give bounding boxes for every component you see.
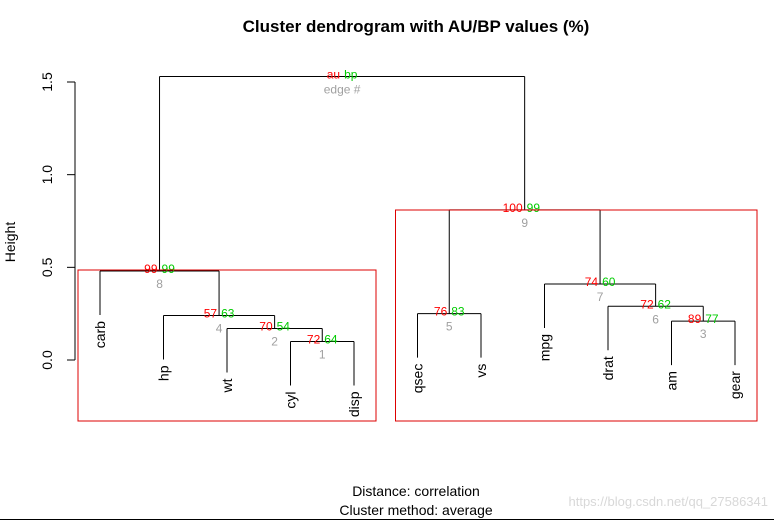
x-axis-label-distance: Distance: correlation [352,483,480,499]
leaf-label-am: am [664,371,680,390]
x-axis-label-method: Cluster method: average [339,502,493,518]
leaf-label-hp: hp [156,365,172,381]
leaf-label-mpg: mpg [537,334,553,361]
au-value: 57 [204,307,218,321]
leaf-label-vs: vs [473,364,489,378]
leaf-label-carb: carb [92,321,108,348]
bp-value: 63 [221,307,235,321]
cluster-box [77,269,377,422]
bp-value: 60 [602,275,616,289]
edge-number: 8 [156,277,163,291]
edge-number: 5 [446,320,453,334]
y-tick-label: 0.0 [39,350,55,370]
bp-value: 83 [451,305,465,319]
au-value: au [327,67,340,81]
au-value: 72 [307,332,321,346]
leaf-label-disp: disp [346,391,362,417]
edge-number: 6 [652,312,659,326]
leaf-label-qsec: qsec [410,364,426,394]
cluster-box [395,209,758,422]
leaf-label-gear: gear [727,371,743,399]
edge-number: 9 [521,216,528,230]
au-value: 70 [259,319,273,333]
bp-value: bp [344,67,358,81]
y-tick-label: 1.5 [39,72,55,92]
bp-value: 64 [324,332,338,346]
au-value: 100 [503,201,523,215]
bp-value: 54 [277,319,291,333]
cluster-boxes [77,209,758,422]
edge-number: 4 [216,322,223,336]
leaf-label-drat: drat [600,356,616,380]
au-value: 72 [640,297,654,311]
edge-number: 7 [597,290,604,304]
au-value: 74 [585,275,599,289]
y-tick-label: 1.0 [39,165,55,185]
leaf-label-wt: wt [219,378,235,393]
au-value: 99 [144,262,158,276]
chart-title: Cluster dendrogram with AU/BP values (%) [243,17,590,36]
edge-number: edge # [324,82,361,96]
edge-number: 1 [319,347,326,361]
bp-value: 77 [705,312,719,326]
bp-value: 99 [527,201,541,215]
edge-number: 2 [271,334,278,348]
au-value: 76 [434,305,448,319]
y-axis: 0.0 0.5 1.0 1.5 [39,72,76,370]
edge-number: 3 [700,327,707,341]
leaf-labels: carb hp wt cyl disp qsec vs mpg drat am gear [92,321,743,417]
y-tick-label: 0.5 [39,257,55,277]
bp-value: 99 [162,262,176,276]
bp-value: 62 [658,297,672,311]
y-axis-label: Height [2,222,18,263]
watermark: https://blog.csdn.net/qq_27586341 [569,494,769,509]
dendrogram-edges [99,75,736,386]
leaf-label-cyl: cyl [283,391,299,408]
au-value: 89 [688,312,702,326]
